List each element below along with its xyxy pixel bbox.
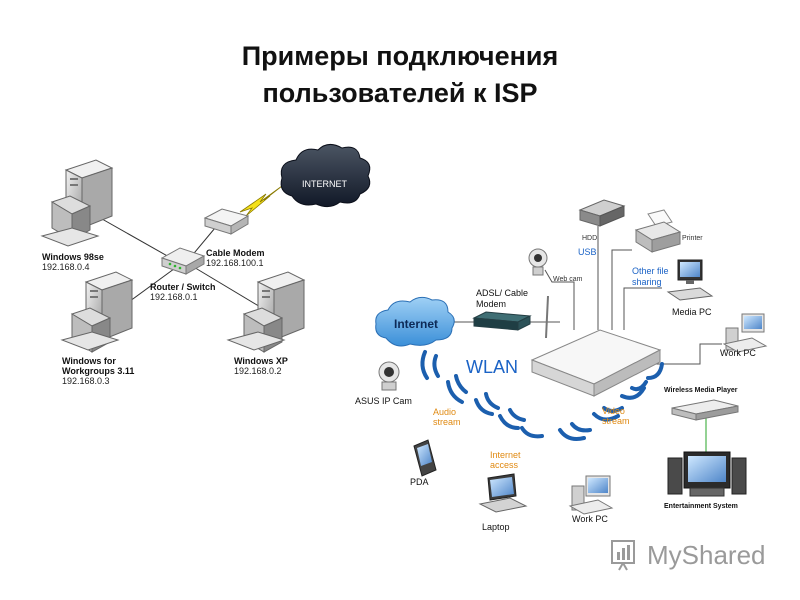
audio-stream-label-line1: Audio bbox=[433, 407, 456, 417]
winxp-label: Windows XP bbox=[234, 356, 288, 366]
wfw-ip: 192.168.0.3 bbox=[62, 376, 110, 386]
file-sharing-label-line2: sharing bbox=[632, 277, 662, 287]
slide-title: Примеры подключения пользователей к ISP bbox=[0, 38, 800, 112]
media-player-icon bbox=[671, 399, 739, 421]
ip-cam-icon bbox=[378, 361, 400, 391]
laptop-label: Laptop bbox=[482, 522, 510, 532]
myshared-watermark: MyShared bbox=[609, 536, 779, 572]
myshared-watermark-text: MyShared bbox=[647, 540, 766, 570]
myshared-logo-icon bbox=[611, 540, 635, 571]
win98-ip: 192.168.0.4 bbox=[42, 262, 90, 272]
adsl-label-line1: ADSL/ Cable bbox=[476, 288, 528, 298]
webcam-label: Web cam bbox=[553, 276, 583, 283]
title-line-1: Примеры подключения bbox=[241, 41, 559, 71]
router-ip: 192.168.0.1 bbox=[150, 292, 198, 302]
router-icon bbox=[160, 247, 206, 275]
webcam-icon bbox=[528, 248, 548, 276]
computer-icon-win98 bbox=[40, 159, 114, 247]
cable-modem-label: Cable Modem bbox=[206, 248, 265, 258]
video-stream-label-line1: Video bbox=[602, 406, 625, 416]
audio-stream-label-line2: stream bbox=[433, 417, 461, 427]
laptop-icon bbox=[478, 473, 528, 513]
printer-label: Printer bbox=[682, 235, 703, 242]
usb-label: USB bbox=[578, 247, 597, 257]
hdd-label: HDD bbox=[582, 235, 597, 242]
wireless-waves bbox=[420, 350, 664, 441]
entertainment-system-icon bbox=[667, 451, 747, 497]
internet-label-left: INTERNET bbox=[302, 179, 348, 189]
adsl-label-line2: Modem bbox=[476, 299, 506, 309]
adsl-modem-icon bbox=[472, 311, 532, 331]
pda-label: PDA bbox=[410, 477, 429, 487]
pda-icon bbox=[413, 439, 437, 477]
cable-modem-icon bbox=[203, 208, 250, 235]
right-connections bbox=[452, 226, 722, 454]
work-pc-icon-top bbox=[722, 313, 768, 353]
internet-label-right: Internet bbox=[394, 317, 438, 331]
work-pc-icon-bottom bbox=[568, 475, 614, 515]
internet-cloud-icon: INTERNET bbox=[280, 144, 371, 208]
title-line-2: пользователей к ISP bbox=[262, 78, 538, 108]
internet-access-label-line1: Internet bbox=[490, 450, 521, 460]
video-stream-label-line2: stream bbox=[602, 416, 630, 426]
wfw-label-line2: Workgroups 3.11 bbox=[62, 366, 134, 376]
media-player-label: Wireless Media Player bbox=[664, 387, 738, 394]
ip-cam-label: ASUS IP Cam bbox=[355, 396, 412, 406]
wireless-router-icon bbox=[530, 295, 662, 397]
cable-modem-ip: 192.168.100.1 bbox=[206, 258, 264, 268]
lightning-bolt bbox=[239, 185, 283, 217]
hdd-icon bbox=[578, 199, 626, 227]
entertainment-label: Entertainment System bbox=[664, 503, 738, 510]
computer-icon-wfw bbox=[60, 271, 134, 353]
wfw-label-line1: Windows for bbox=[62, 356, 116, 366]
printer-icon bbox=[634, 209, 682, 253]
router-label: Router / Switch bbox=[150, 282, 216, 292]
winxp-ip: 192.168.0.2 bbox=[234, 366, 282, 376]
internet-cloud-icon-right: Internet bbox=[375, 296, 455, 347]
computer-icon-winxp bbox=[226, 271, 306, 353]
win98-label: Windows 98se bbox=[42, 252, 104, 262]
wlan-label: WLAN bbox=[466, 357, 518, 377]
work-pc-bottom-label: Work PC bbox=[572, 514, 608, 524]
work-pc-top-label: Work PC bbox=[720, 348, 756, 358]
internet-access-label-line2: access bbox=[490, 460, 519, 470]
media-pc-icon bbox=[666, 259, 714, 301]
media-pc-label: Media PC bbox=[672, 307, 712, 317]
file-sharing-label-line1: Other file bbox=[632, 266, 669, 276]
